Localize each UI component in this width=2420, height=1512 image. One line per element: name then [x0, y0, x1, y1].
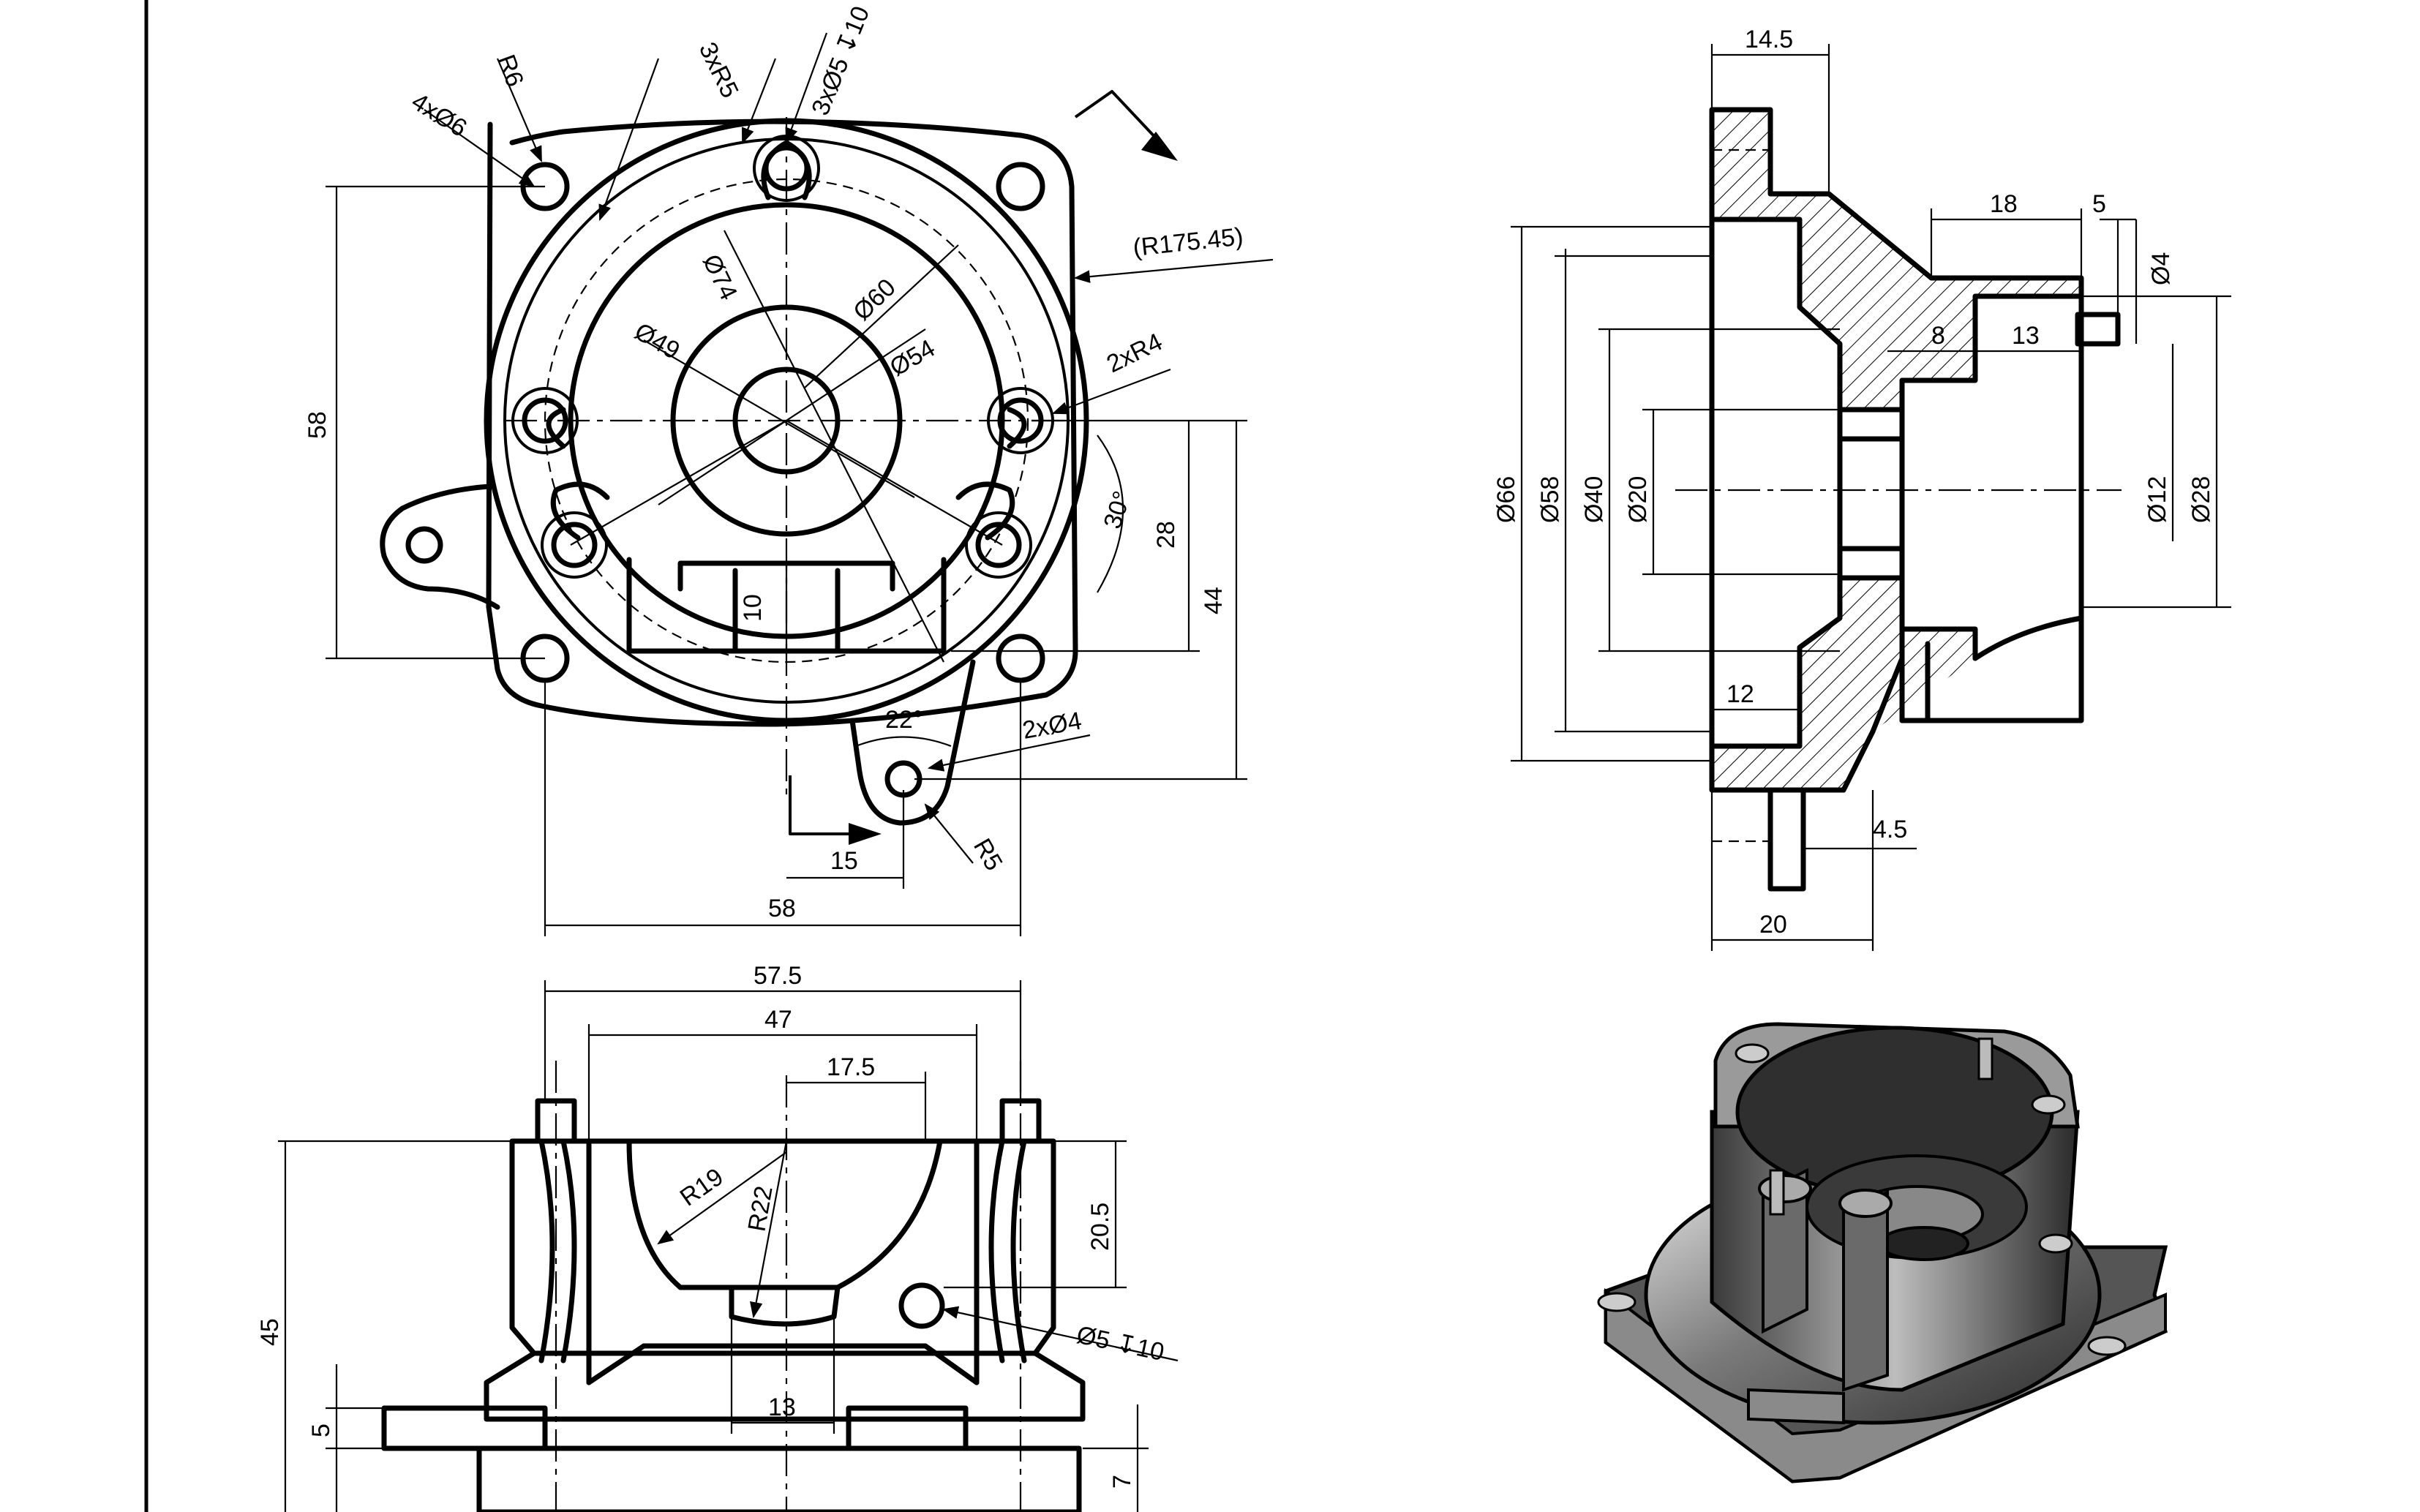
label-d40: Ø40: [1580, 476, 1608, 523]
label-h58: 58: [304, 411, 331, 439]
label-h20-5: 20.5: [1086, 1203, 1114, 1251]
label-w8: 8: [1931, 322, 1945, 350]
label-a30: 30°: [1098, 488, 1136, 533]
label-r19: R19: [675, 1163, 729, 1212]
label-w4-5: 4.5: [1873, 816, 1907, 843]
label-w17-5: 17.5: [827, 1053, 875, 1081]
label-d66: Ø66: [1492, 476, 1520, 523]
label-a22: 22°: [885, 706, 922, 734]
label-r6: R6: [492, 51, 529, 91]
label-d4: Ø4: [2147, 252, 2175, 285]
label-w20: 20: [1759, 911, 1787, 939]
label-r22: R22: [743, 1184, 778, 1233]
top-view: 4xØ6 R6 3xR5 3xØ5 ↧10 (R175.45) Ø74 Ø60 …: [304, 2, 1274, 936]
label-r5: R5: [968, 834, 1008, 876]
label-w18: 18: [1990, 190, 2018, 218]
front-view: 57.5 47 17.5 R19 R22 20.5 45 5 7 13 Ø5 ↧…: [256, 962, 1179, 1512]
side-section-view: 14.5 18 5 Ø4 8 13 Ø66 Ø58 Ø40 Ø20 Ø12 Ø2…: [1492, 26, 2231, 951]
label-r175: (R175.45): [1132, 222, 1244, 262]
label-r5-3x: 3xR5: [694, 38, 744, 102]
label-w57-5: 57.5: [754, 962, 802, 990]
label-w13: 13: [2012, 322, 2040, 350]
label-d49: Ø49: [630, 317, 685, 365]
label-h7: 7: [1108, 1475, 1136, 1489]
label-d12: Ø12: [2143, 476, 2171, 523]
label-v28: 28: [1152, 521, 1180, 549]
label-d54: Ø54: [885, 334, 940, 382]
label-v44: 44: [1200, 587, 1228, 614]
top-view-left-tab: [380, 484, 500, 610]
label-holes-4x: 4xØ6: [407, 88, 472, 143]
top-view-outer-flange: [486, 119, 1078, 727]
label-d20: Ø20: [1624, 476, 1652, 523]
label-w47: 47: [764, 1006, 792, 1034]
label-h5: 5: [307, 1423, 335, 1437]
label-w14-5: 14.5: [1745, 26, 1793, 53]
isometric-view: [1597, 1022, 2168, 1483]
label-w58: 58: [768, 895, 796, 922]
label-w15: 15: [830, 847, 858, 875]
label-v10: 10: [739, 594, 767, 622]
label-d58: Ø58: [1536, 476, 1564, 523]
label-r4-2x: 2xR4: [1102, 328, 1167, 378]
label-w13-front: 13: [768, 1393, 796, 1421]
label-d28: Ø28: [2187, 476, 2215, 523]
label-w5: 5: [2092, 190, 2106, 218]
label-w12: 12: [1726, 680, 1754, 708]
label-h45: 45: [256, 1318, 284, 1346]
label-d60: Ø60: [848, 274, 901, 326]
label-d74: Ø74: [697, 250, 743, 304]
top-view-bottom-tab: [849, 659, 976, 826]
label-hole-front: Ø5 ↧10: [1074, 1321, 1166, 1366]
